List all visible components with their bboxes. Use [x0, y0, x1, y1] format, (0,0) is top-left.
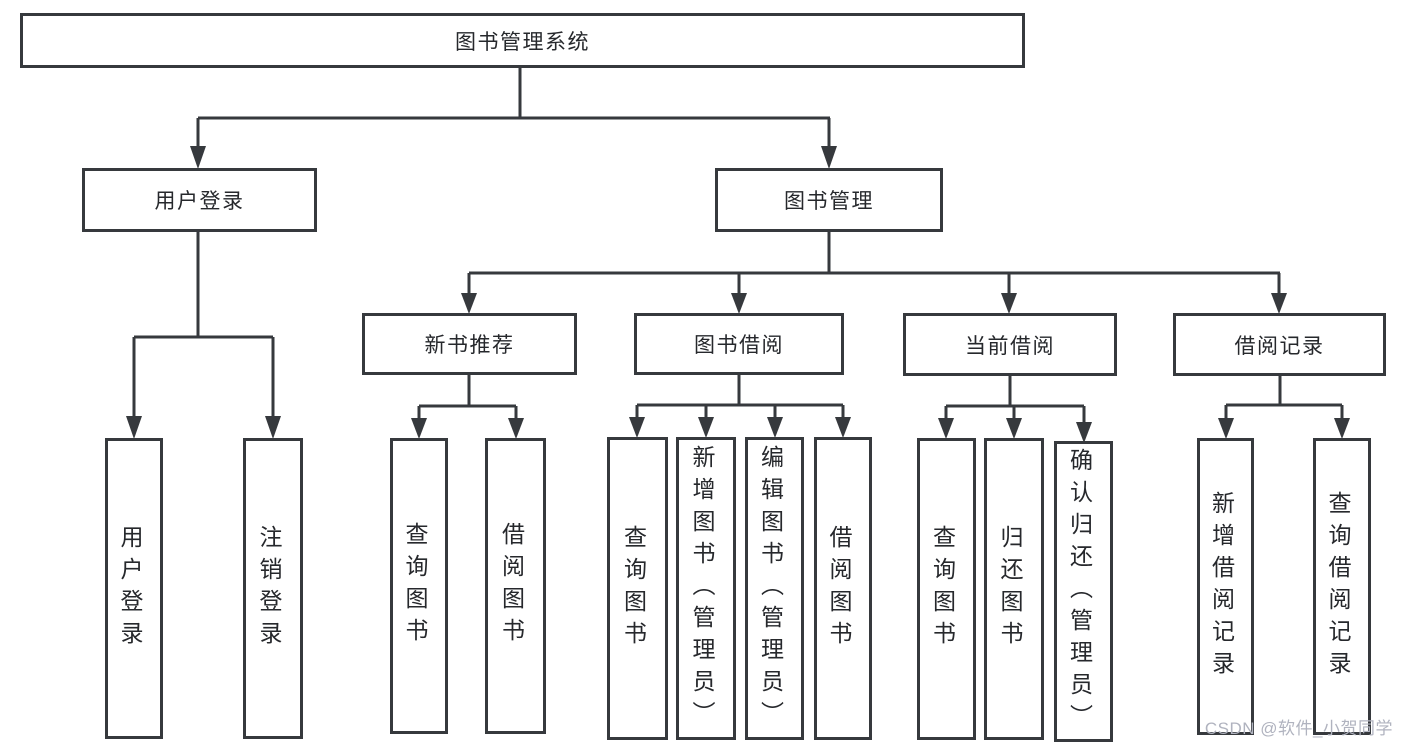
- node-book-management: 图书管理: [715, 168, 943, 232]
- leaf-add-borrow-record-label: 新增借阅记录: [1208, 490, 1235, 683]
- node-book-borrow: 图书借阅: [634, 313, 844, 375]
- leaf-borrow-books-recommend: 借阅图书: [485, 438, 546, 734]
- leaf-borrow-books-recommend-label: 借阅图书: [498, 522, 525, 650]
- leaf-user-login-label: 用户登录: [117, 524, 143, 653]
- node-borrow-records-label: 借阅记录: [1234, 334, 1325, 358]
- node-root: 图书管理系统: [20, 13, 1025, 68]
- arrowheads: [126, 146, 1350, 443]
- csdn-watermark: CSDN @软件_小贺同学: [1204, 719, 1393, 738]
- leaf-query-books-borrow: 查询图书: [607, 437, 668, 740]
- leaf-query-books-borrow-label: 查询图书: [620, 524, 647, 653]
- leaf-return-book: 归还图书: [984, 438, 1044, 740]
- leaf-confirm-return-admin: 确认归还（管理员）: [1054, 441, 1113, 742]
- leaf-confirm-return-admin-label: 确认归还（管理员）: [1066, 447, 1093, 736]
- leaf-add-borrow-record: 新增借阅记录: [1197, 438, 1254, 735]
- node-root-label: 图书管理系统: [455, 30, 590, 54]
- node-user-login: 用户登录: [82, 168, 317, 232]
- leaf-query-books-current-label: 查询图书: [929, 525, 956, 653]
- node-new-book-recommend: 新书推荐: [362, 313, 577, 375]
- leaf-logout-label: 注销登录: [256, 524, 282, 653]
- leaf-query-borrow-record: 查询借阅记录: [1313, 438, 1371, 735]
- node-current-borrow: 当前借阅: [903, 313, 1117, 376]
- leaf-user-login: 用户登录: [105, 438, 163, 739]
- leaf-borrow-books-label: 借阅图书: [826, 524, 852, 653]
- leaf-borrow-books: 借阅图书: [814, 437, 872, 740]
- node-user-login-label: 用户登录: [154, 190, 245, 213]
- node-new-book-recommend-label: 新书推荐: [424, 334, 515, 357]
- node-book-management-label: 图书管理: [784, 190, 874, 213]
- connector-strokes: [132, 68, 1344, 424]
- node-current-borrow-label: 当前借阅: [965, 334, 1055, 358]
- leaf-query-books-recommend-label: 查询图书: [402, 522, 428, 650]
- node-borrow-records: 借阅记录: [1173, 313, 1386, 376]
- leaf-add-book-admin: 新增图书（管理员）: [676, 437, 736, 740]
- leaf-edit-book-admin: 编辑图书（管理员）: [745, 437, 804, 740]
- leaf-logout: 注销登录: [243, 438, 303, 739]
- leaf-add-book-admin-label: 新增图书（管理员）: [689, 444, 715, 733]
- leaf-query-borrow-record-label: 查询借阅记录: [1325, 490, 1351, 683]
- node-book-borrow-label: 图书借阅: [694, 334, 784, 357]
- leaf-return-book-label: 归还图书: [997, 525, 1023, 653]
- leaf-edit-book-admin-label: 编辑图书（管理员）: [757, 444, 784, 733]
- leaf-query-books-recommend: 查询图书: [390, 438, 448, 734]
- leaf-query-books-current: 查询图书: [917, 438, 976, 740]
